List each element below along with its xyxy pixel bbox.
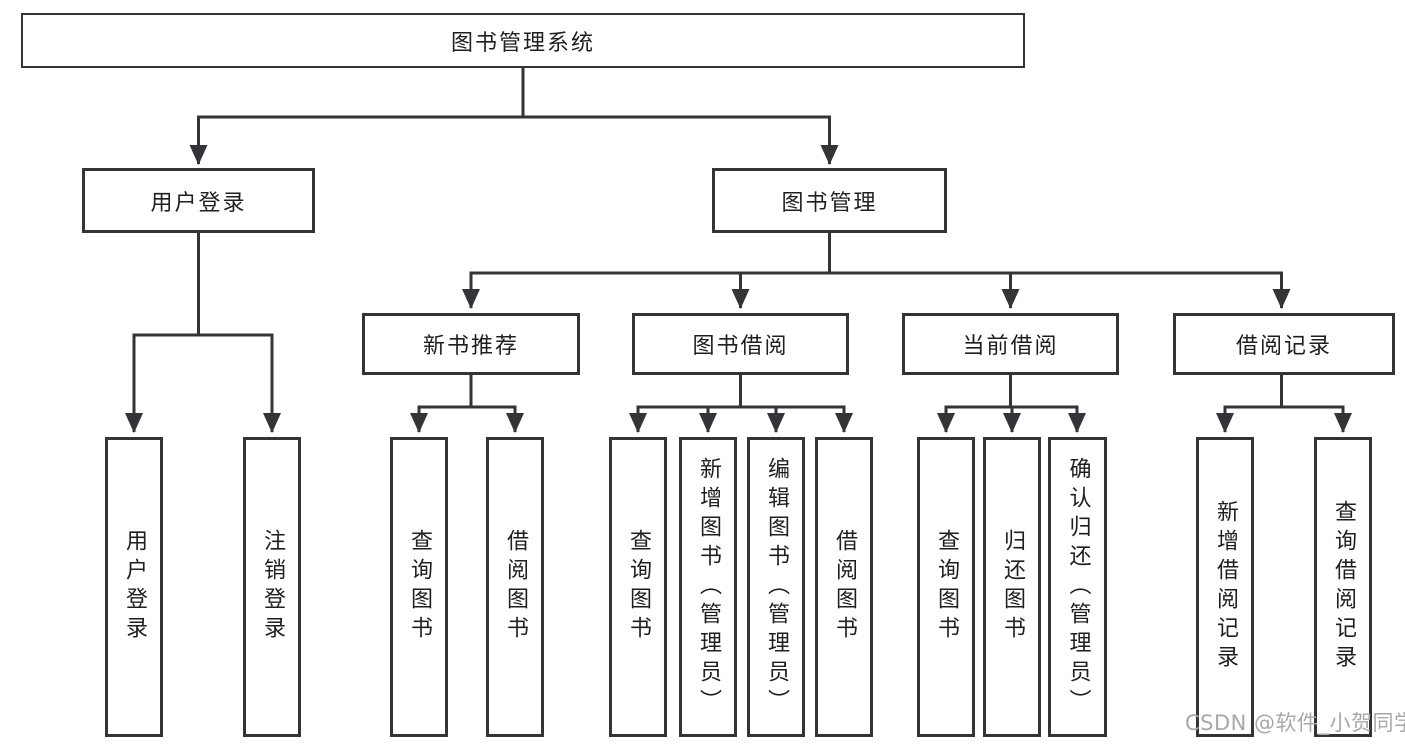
node-label: 新增图书（管理员） <box>696 456 721 718</box>
csdn-watermark: CSDN @软件_小贺同学 <box>1185 711 1405 735</box>
node-label: 当前借阅 <box>962 334 1059 359</box>
node-label: 借阅图书 <box>832 529 857 645</box>
leaf-query-book-recommend: 查询图书 <box>390 437 448 737</box>
leaf-return-book: 归还图书 <box>983 437 1041 737</box>
node-label: 查询借阅记录 <box>1331 500 1356 674</box>
node-label: 查询图书 <box>626 529 651 645</box>
node-label: 归还图书 <box>1000 529 1025 645</box>
node-borrow-records: 借阅记录 <box>1173 313 1395 375</box>
node-new-book-recommend: 新书推荐 <box>362 313 580 375</box>
leaf-add-borrow-record: 新增借阅记录 <box>1196 437 1254 737</box>
node-label: 新书推荐 <box>422 334 519 359</box>
leaf-query-book-borrowing: 查询图书 <box>609 437 667 737</box>
node-label: 用户登录 <box>122 529 147 645</box>
node-label: 图书管理 <box>781 190 878 216</box>
leaf-query-book-current: 查询图书 <box>917 437 975 737</box>
node-label: 查询图书 <box>407 529 432 645</box>
node-book-management: 图书管理 <box>712 168 947 233</box>
leaf-logout: 注销登录 <box>243 437 301 737</box>
node-label: 确认归还（管理员） <box>1065 456 1091 718</box>
node-user-login: 用户登录 <box>82 168 315 233</box>
leaf-borrow-book-recommend: 借阅图书 <box>486 437 544 737</box>
node-label: 注销登录 <box>260 529 285 645</box>
node-label: 新增借阅记录 <box>1213 500 1238 674</box>
leaf-edit-book-admin: 编辑图书（管理员） <box>747 437 805 737</box>
node-current-borrowing: 当前借阅 <box>902 313 1119 375</box>
node-label: 编辑图书（管理员） <box>764 456 789 718</box>
leaf-add-book-admin: 新增图书（管理员） <box>679 437 737 737</box>
leaf-confirm-return-admin: 确认归还（管理员） <box>1048 437 1107 737</box>
node-label: 图书管理系统 <box>450 30 595 56</box>
node-label: 借阅图书 <box>503 529 528 645</box>
node-label: 图书借阅 <box>692 334 789 359</box>
leaf-borrow-book: 借阅图书 <box>815 437 873 737</box>
node-label: 借阅记录 <box>1235 334 1332 359</box>
node-label: 查询图书 <box>934 529 959 645</box>
node-library-management-system: 图书管理系统 <box>21 13 1025 68</box>
node-label: 用户登录 <box>150 190 247 216</box>
node-book-borrowing: 图书借阅 <box>632 313 849 375</box>
leaf-user-login: 用户登录 <box>105 437 163 737</box>
leaf-query-borrow-record: 查询借阅记录 <box>1314 437 1372 737</box>
